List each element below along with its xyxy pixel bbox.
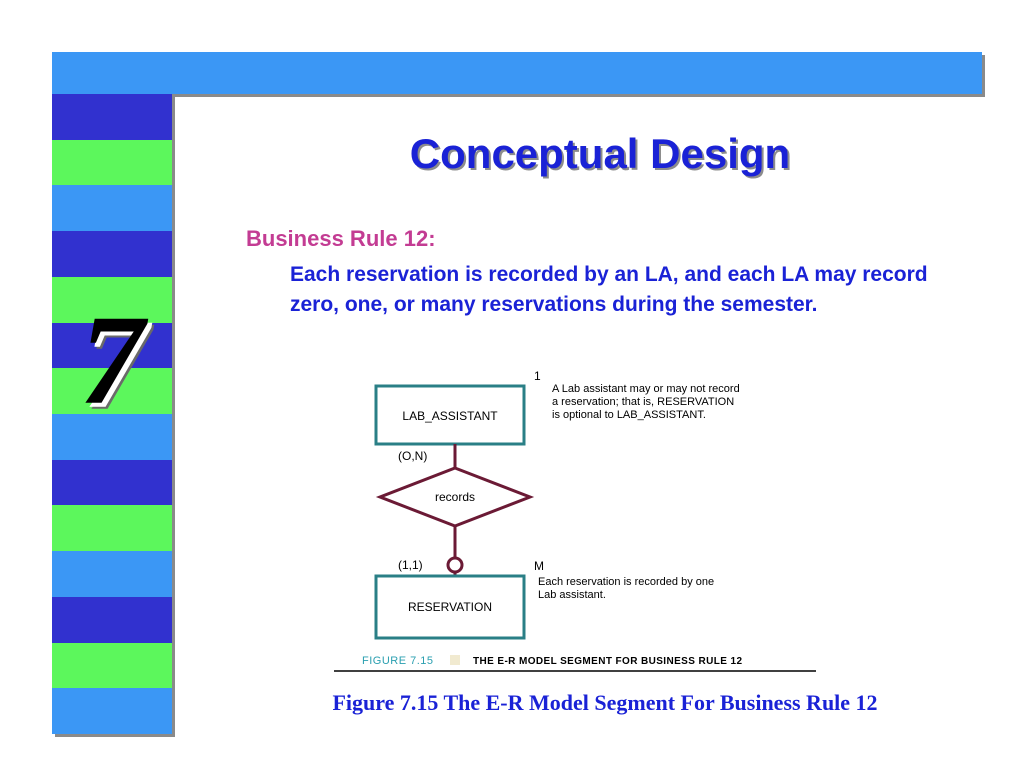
entity-lab-assistant-label: LAB_ASSISTANT: [402, 409, 498, 423]
note-top-line: is optional to LAB_ASSISTANT.: [552, 409, 706, 421]
business-rule-text: Each reservation is recorded by an LA, a…: [290, 263, 928, 316]
side-stripe-light-blue: [52, 688, 172, 735]
side-stripe-dark-blue: [52, 94, 172, 141]
figure-title-label: THE E-R MODEL SEGMENT FOR BUSINESS RULE …: [473, 656, 742, 667]
side-stripe-green: [52, 276, 172, 324]
side-stripe-green: [52, 642, 172, 689]
relationship-label: records: [435, 490, 475, 504]
note-top-line: A Lab assistant may or may not record: [552, 383, 740, 395]
note-bottom-line: Lab assistant.: [538, 589, 606, 601]
side-stripe-bar: [52, 94, 172, 735]
cardinality-bottom-label: M: [534, 559, 544, 573]
relationship-diamond: [375, 466, 535, 528]
note-top: A Lab assistant may or may not record a …: [552, 383, 743, 421]
side-stripe-light-blue: [52, 551, 172, 598]
slide-title: Conceptual Design: [409, 130, 791, 177]
optionality-circle: [446, 556, 464, 574]
connectivity-top-label: (O,N): [398, 449, 427, 463]
side-stripe-dark-blue: [52, 459, 172, 506]
side-stripe-light-blue: [52, 414, 172, 461]
er-diagram: 1 LAB_ASSISTANT A Lab assistant may or m…: [334, 369, 816, 672]
chapter-number: 7: [80, 289, 144, 431]
top-banner-bar: [52, 52, 982, 94]
figure-caption: Figure 7.15 The E-R Model Segment For Bu…: [332, 690, 878, 715]
note-bottom-line: Each reservation is recorded by one: [538, 576, 714, 588]
side-stripe-green: [52, 139, 172, 186]
cardinality-top-label: 1: [534, 369, 541, 383]
figure-caption-swatch: [450, 655, 460, 665]
side-stripe-dark-blue: [52, 231, 172, 278]
side-stripe-green: [52, 368, 172, 415]
side-stripe-light-blue: [52, 185, 172, 232]
connectivity-bottom-label: (1,1): [398, 558, 423, 572]
side-stripe-dark-blue: [52, 322, 172, 369]
note-bottom: Each reservation is recorded by one Lab …: [538, 576, 717, 601]
note-top-line: a reservation; that is, RESERVATION: [552, 396, 734, 408]
side-stripe-green: [52, 505, 172, 552]
entity-lab-assistant-box: [374, 384, 526, 446]
entity-reservation-label: RESERVATION: [408, 600, 492, 614]
business-rule-heading: Business Rule 12:: [246, 226, 436, 251]
entity-reservation-box: [374, 574, 526, 640]
side-stripe-dark-blue: [52, 596, 172, 644]
figure-number-label: FIGURE 7.15: [362, 655, 434, 667]
